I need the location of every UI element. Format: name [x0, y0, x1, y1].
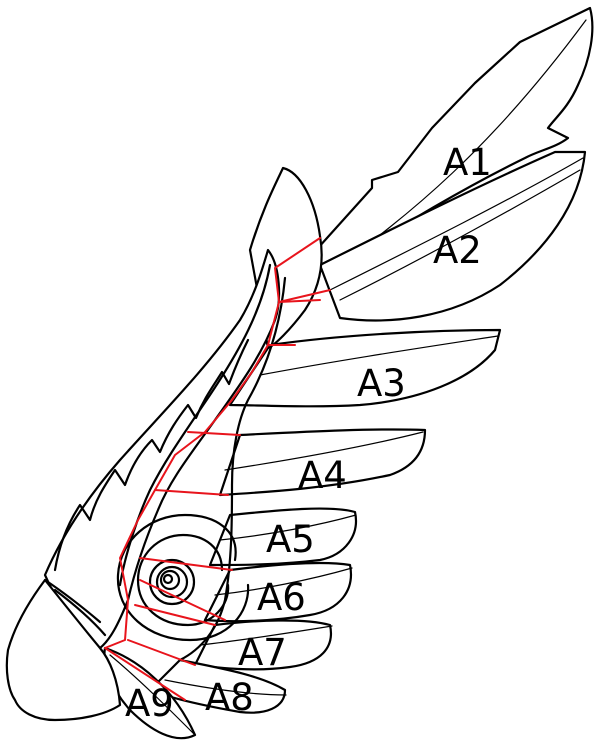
label-a8: A8 — [205, 676, 254, 719]
label-a4: A4 — [298, 454, 347, 497]
label-a2: A2 — [433, 229, 482, 272]
label-a1: A1 — [443, 141, 492, 184]
label-a9: A9 — [125, 682, 174, 725]
label-a5: A5 — [266, 518, 315, 561]
label-a3: A3 — [357, 362, 406, 405]
label-a6: A6 — [257, 576, 306, 619]
label-a7: A7 — [238, 631, 287, 674]
